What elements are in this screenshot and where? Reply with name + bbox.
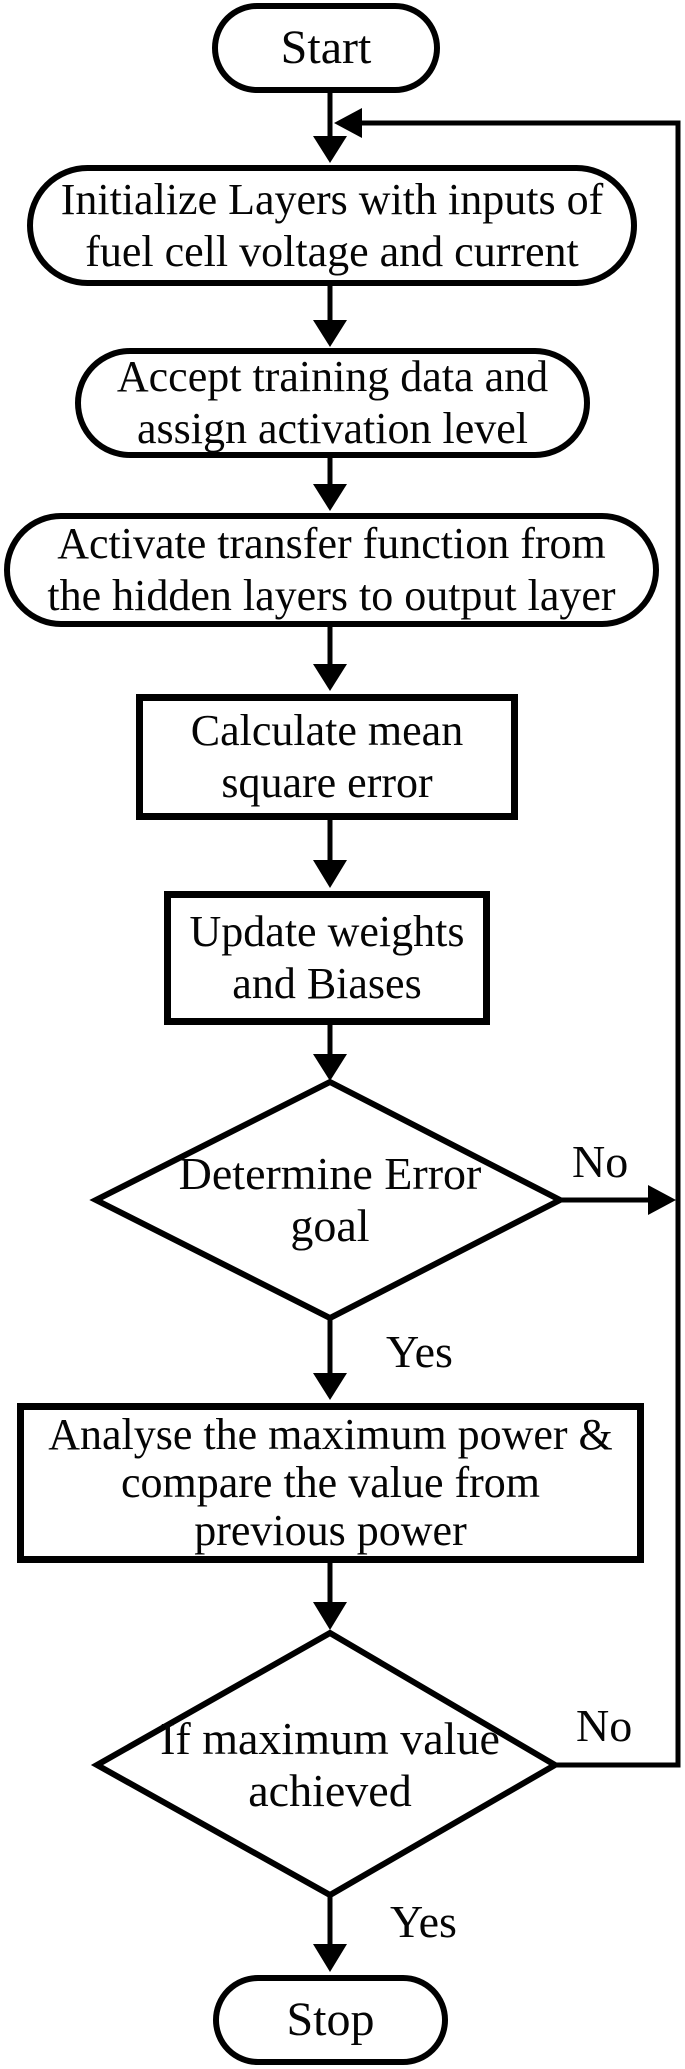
- arrowhead-down: [313, 1944, 347, 1972]
- edge-analyse-to-max: [313, 1563, 347, 1630]
- edge-accept-to-activate: [313, 458, 347, 511]
- arrowhead-down: [313, 1602, 347, 1630]
- arrowhead-down: [313, 1054, 347, 1081]
- node-analyse-power: Analyse the maximum power & compare the …: [17, 1403, 644, 1563]
- node-analyse-power-line2: compare the value from: [120, 1458, 541, 1507]
- edge-label-max-no: No: [576, 1700, 633, 1751]
- edge-determine-error-no: [558, 1185, 676, 1215]
- node-update-weights-line1: Update weights: [189, 907, 465, 956]
- edge-activate-to-calc: [313, 627, 347, 691]
- node-start-label: Start: [280, 21, 372, 74]
- node-determine-error-line2: goal: [290, 1200, 370, 1251]
- node-max-value-line1: If maximum value: [160, 1713, 500, 1764]
- edge-initialize-to-accept: [313, 286, 347, 347]
- node-max-value-line2: achieved: [248, 1765, 412, 1816]
- node-calc-mse-line1: Calculate mean: [190, 706, 464, 755]
- node-calc-mse-line2: square error: [221, 758, 433, 807]
- node-initialize-layers-line2: fuel cell voltage and current: [85, 226, 579, 276]
- node-analyse-power-line3: previous power: [194, 1506, 467, 1555]
- arrowhead-down: [313, 664, 347, 691]
- node-determine-error-label: Determine Error goal: [130, 1140, 530, 1260]
- node-accept-training-line1: Accept training data and: [116, 352, 549, 401]
- node-update-weights: Update weights and Biases: [164, 891, 490, 1025]
- node-activate-transfer: Activate transfer function from the hidd…: [4, 513, 659, 627]
- node-analyse-power-line1: Analyse the maximum power &: [48, 1410, 613, 1459]
- edge-label-determine-no: No: [572, 1136, 629, 1187]
- arrowhead-down: [313, 320, 347, 347]
- node-max-value-label: If maximum value achieved: [130, 1706, 530, 1824]
- node-stop: Stop: [213, 1975, 448, 2065]
- arrowhead-down: [313, 484, 347, 511]
- arrowhead-down: [313, 1373, 347, 1400]
- node-activate-transfer-line2: the hidden layers to output layer: [47, 571, 616, 620]
- node-stop-label: Stop: [286, 1993, 375, 2046]
- node-accept-training: Accept training data and assign activati…: [75, 348, 590, 458]
- edge-label-determine-yes: Yes: [386, 1326, 453, 1377]
- arrowhead-right: [648, 1185, 676, 1215]
- node-activate-transfer-line1: Activate transfer function from: [57, 519, 606, 568]
- node-start: Start: [212, 3, 440, 93]
- arrowhead-down: [313, 860, 347, 888]
- edge-calc-to-update: [313, 820, 347, 888]
- arrowhead-left: [334, 108, 362, 138]
- edge-start-to-initialize: [313, 90, 347, 163]
- edge-determine-yes-to-analyse: [313, 1318, 347, 1400]
- arrowhead-down: [313, 136, 347, 163]
- edge-feedback-loop: [334, 108, 681, 1768]
- node-accept-training-line2: assign activation level: [137, 404, 528, 453]
- node-initialize-layers-line1: Initialize Layers with inputs of: [60, 174, 604, 224]
- edge-label-max-yes: Yes: [390, 1896, 457, 1947]
- node-determine-error-line1: Determine Error: [178, 1148, 482, 1199]
- node-initialize-layers: Initialize Layers with inputs of fuel ce…: [27, 165, 637, 286]
- edge-max-yes-to-stop: [313, 1895, 347, 1972]
- edge-update-to-determine: [313, 1025, 347, 1081]
- node-update-weights-line2: and Biases: [232, 959, 422, 1008]
- node-calc-mse: Calculate mean square error: [136, 694, 518, 820]
